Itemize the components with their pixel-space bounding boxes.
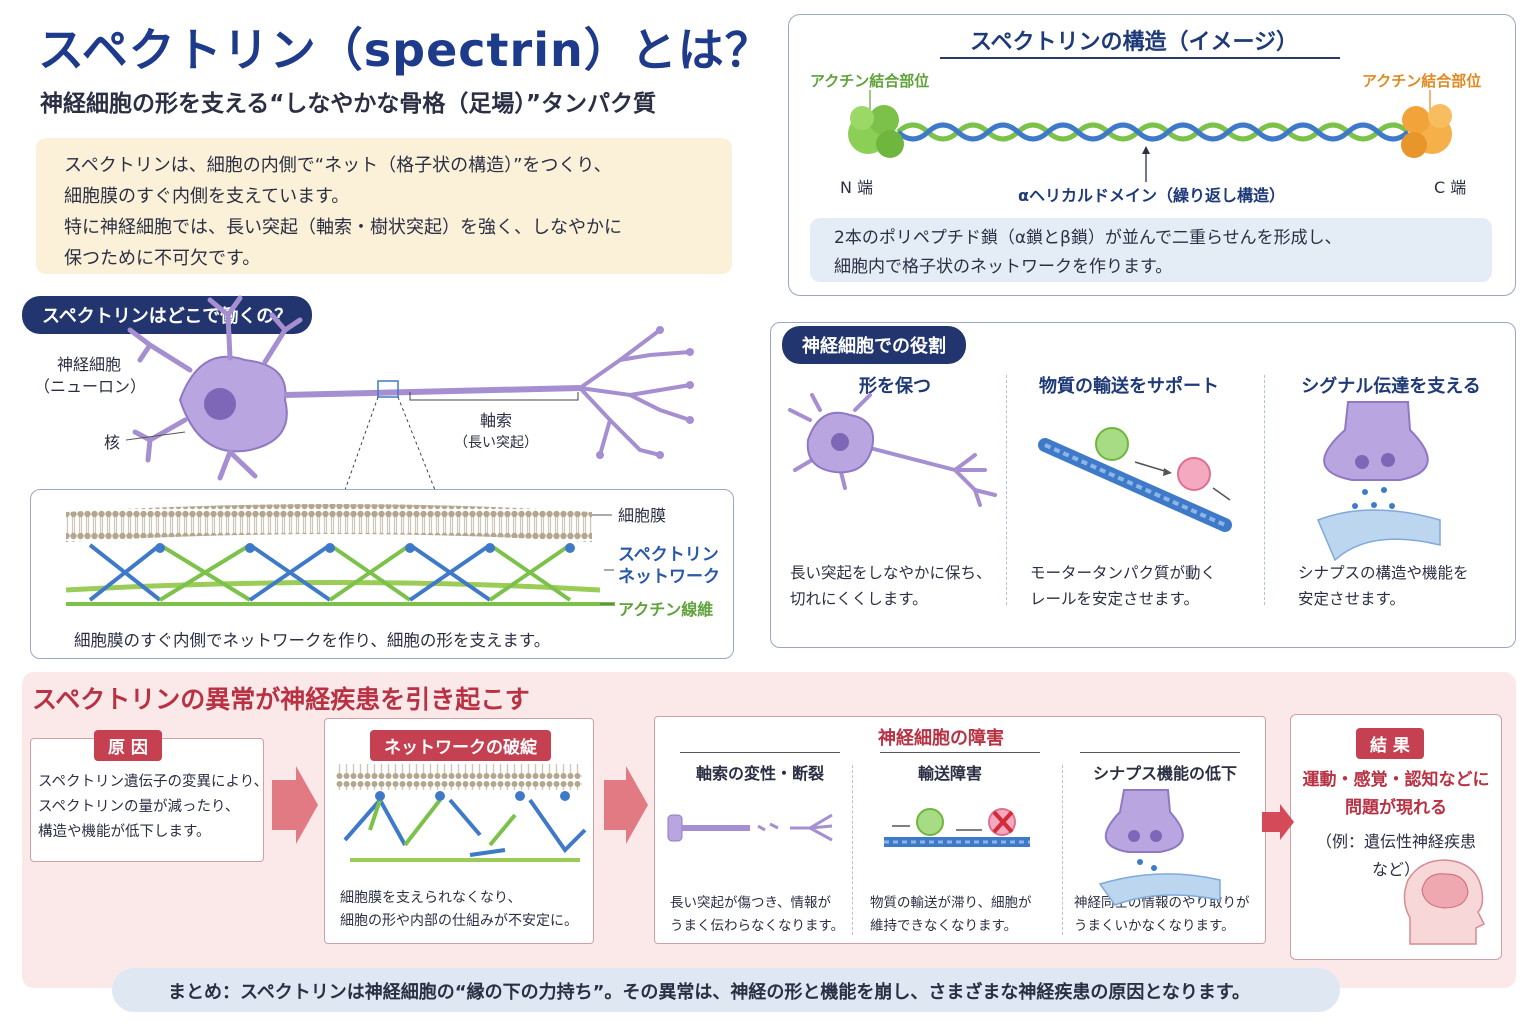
- result-line: 問題が現れる: [1345, 798, 1447, 818]
- role-desc-line: 長い突起をしなやかに保ち、: [790, 564, 992, 582]
- break-text: 細胞膜を支えられなくなり、 細胞の形や内部の仕組みが不安定に。: [340, 887, 578, 933]
- damage-title: 神経細胞の障害: [878, 728, 1004, 749]
- role-head-transport: 物質の輸送をサポート: [1039, 376, 1219, 397]
- structure-title-underline: [940, 57, 1340, 59]
- intro-line: 保つために不可欠です。: [64, 248, 261, 269]
- damage-divider: [852, 765, 853, 935]
- where-pill: スペクトリンはどこで働くの？: [22, 296, 313, 334]
- cause-text: スペクトリン遺伝子の変異により、 スペクトリンの量が減ったり、 構造や機能が低下…: [38, 770, 268, 845]
- role-head-signal: シグナル伝達を支える: [1301, 376, 1481, 397]
- damage-line: 維持できなくなります。: [870, 918, 1018, 934]
- intro-box: スペクトリンは、細胞の内側で“ネット（格子状の構造）”をつくり、 細胞膜のすぐ内…: [36, 138, 732, 274]
- intro-line: 細胞膜のすぐ内側を支えています。: [64, 186, 350, 207]
- damage-head-transport: 輸送障害: [917, 764, 982, 783]
- cause-line: 構造や機能が低下します。: [38, 824, 211, 840]
- damage-underline: [680, 752, 840, 753]
- result-example-line: など）: [1371, 860, 1420, 879]
- terminal-buttons: [596, 326, 694, 459]
- role-divider: [1264, 375, 1265, 605]
- damage-line: 物質の輸送が滞り、細胞が: [870, 895, 1032, 911]
- neuron-label-line: 神経細胞: [56, 355, 121, 374]
- axon: [284, 385, 581, 398]
- neuron-label: 神経細胞 （ニューロン）: [34, 354, 147, 398]
- role-desc-line: 安定させます。: [1298, 590, 1405, 608]
- result-example: （例：遺伝性神経疾患 など）: [1290, 828, 1502, 884]
- role-desc-line: シナプスの構造や機能を: [1298, 564, 1469, 582]
- summary-bar: [112, 968, 1340, 1012]
- role-desc-line: モータータンパク質が動く: [1030, 564, 1217, 582]
- left-actin-site-label: アクチン結合部位: [810, 72, 930, 90]
- structure-note-line: 2本のポリペプチド鎖（α鎖とβ鎖）が並んで二重らせんを形成し、: [834, 228, 1342, 248]
- damage-text-axon: 長い突起が傷つき、情報が うまく伝わらなくなります。: [670, 892, 844, 938]
- network-label: スペクトリン ネットワーク: [618, 544, 720, 588]
- damage-head-axon: 軸索の変性・断裂: [695, 764, 824, 783]
- damage-underline: [880, 752, 1040, 753]
- cause-line: スペクトリンの量が減ったり、: [38, 799, 240, 815]
- role-desc-signal: シナプスの構造や機能を 安定させます。: [1298, 560, 1469, 612]
- intro-line: スペクトリンは、細胞の内側で“ネット（格子状の構造）”をつくり、: [64, 155, 612, 176]
- roles-pill: 神経細胞での役割: [782, 326, 966, 364]
- cause-line: スペクトリン遺伝子の変異により、: [38, 774, 269, 790]
- damage-line: うまくいかなくなります。: [1074, 918, 1235, 934]
- axon-label-line: 軸索: [479, 411, 512, 430]
- damage-underline: [1080, 752, 1240, 753]
- result-pill: 結 果: [1356, 728, 1424, 759]
- result-example-line: （例：遺伝性神経疾患: [1315, 832, 1476, 851]
- actin-label: アクチン線維: [618, 600, 714, 619]
- zoom-line: [397, 396, 436, 491]
- break-pill: ネットワークの破綻: [370, 730, 551, 761]
- damage-line: 神経同士の情報のやり取りが: [1074, 895, 1250, 911]
- right-actin-site-label: アクチン結合部位: [1362, 72, 1482, 90]
- neuron-label-line: （ニューロン）: [34, 377, 147, 396]
- intro-line: 特に神経細胞では、長い突起（軸索・樹状突起）を強く、しなやかに: [64, 217, 622, 238]
- membrane-label: 細胞膜: [618, 506, 667, 525]
- role-desc-line: 切れにくくします。: [790, 590, 928, 608]
- network-label-line: スペクトリン: [618, 545, 719, 565]
- c-terminal-label: C 端: [1434, 178, 1467, 197]
- zoom-box: [377, 380, 399, 398]
- n-terminal-label: N 端: [840, 178, 874, 197]
- axon-label: 軸索 （長い突起）: [446, 410, 546, 454]
- result-text: 運動・感覚・認知などに 問題が現れる: [1290, 766, 1502, 822]
- damage-line: 長い突起が傷つき、情報が: [670, 895, 832, 911]
- break-line: 細胞の形や内部の仕組みが不安定に。: [340, 913, 578, 929]
- disease-title: スペクトリンの異常が神経疾患を引き起こす: [32, 685, 530, 714]
- damage-text-transport: 物質の輸送が滞り、細胞が 維持できなくなります。: [870, 892, 1031, 938]
- damage-line: うまく伝わらなくなります。: [670, 918, 845, 934]
- structure-note: 2本のポリペプチド鎖（α鎖とβ鎖）が並んで二重らせんを形成し、 細胞内で格子状の…: [810, 218, 1492, 282]
- role-desc-line: レールを安定させます。: [1030, 590, 1199, 608]
- axon-terminal: [578, 328, 692, 457]
- role-desc-shape: 長い突起をしなやかに保ち、 切れにくくします。: [790, 560, 992, 612]
- nucleus-label: 核: [104, 433, 121, 452]
- result-line: 運動・感覚・認知などに: [1302, 770, 1490, 790]
- role-head-shape: 形を保つ: [859, 376, 931, 397]
- break-line: 細胞膜を支えられなくなり、: [340, 890, 522, 906]
- cause-pill: 原 因: [94, 730, 162, 761]
- page-title: スペクトリン（spectrin）とは？: [38, 23, 772, 77]
- axon-label-line: （長い突起）: [454, 435, 538, 451]
- structure-title: スペクトリンの構造（イメージ）: [970, 30, 1299, 55]
- helix-domain-label: αヘリカルドメイン（繰り返し構造）: [1018, 186, 1285, 205]
- damage-head-synapse: シナプス機能の低下: [1092, 764, 1237, 783]
- role-divider: [1006, 375, 1007, 605]
- network-label-line: ネットワーク: [618, 567, 720, 587]
- axon-bracket: [409, 392, 579, 401]
- structure-note-line: 細胞内で格子状のネットワークを作ります。: [834, 257, 1173, 277]
- zoom-line: [344, 396, 379, 491]
- role-desc-transport: モータータンパク質が動く レールを安定させます。: [1030, 560, 1216, 612]
- damage-text-synapse: 神経同士の情報のやり取りが うまくいかなくなります。: [1074, 892, 1250, 938]
- summary-text: まとめ：スペクトリンは神経細胞の“縁の下の力持ち”。その異常は、神経の形と機能を…: [168, 982, 1251, 1003]
- membrane-caption: 細胞膜のすぐ内側でネットワークを作り、細胞の形を支えます。: [74, 631, 551, 650]
- damage-divider: [1062, 765, 1063, 935]
- page-subtitle: 神経細胞の形を支える“しなやかな骨格（足場）”タンパク質: [40, 91, 657, 117]
